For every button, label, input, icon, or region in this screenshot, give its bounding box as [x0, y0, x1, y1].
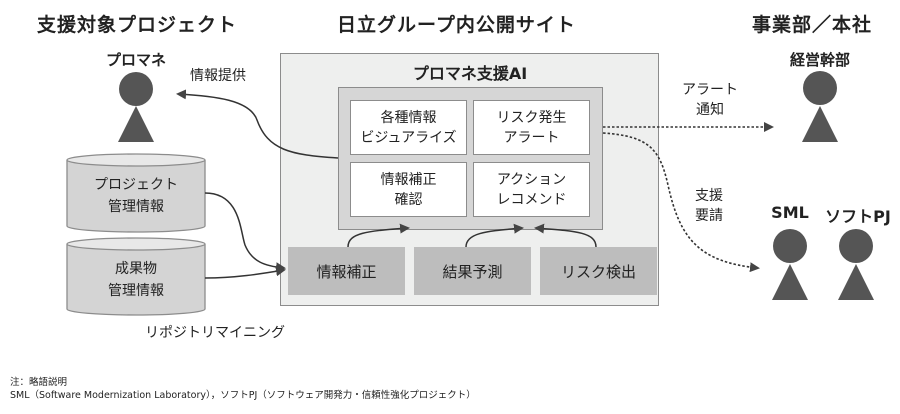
person-icon-sml — [772, 229, 808, 300]
arrow-prediction-to-recommend — [465, 223, 524, 248]
section-title-target-projects: 支援対象プロジェクト — [37, 14, 238, 36]
flow-label-support-line1: 支援 — [695, 188, 723, 204]
function-label-line2: ビジュアライズ — [360, 129, 457, 146]
function-label-line1: 情報補正 — [380, 171, 437, 188]
function-label-line2: レコメンド — [496, 191, 567, 208]
footnote-title: 注：略語説明 — [10, 377, 68, 388]
repository-label-project: プロジェクト 管理情報 — [67, 174, 205, 218]
actor-label-sml: SML — [771, 203, 809, 222]
arrow-correction-to-confirm — [347, 223, 410, 248]
engine-risk-detection: リスク検出 — [540, 247, 657, 295]
flow-label-alert-line1: アラート — [682, 82, 738, 98]
repository-label-line2: 管理情報 — [108, 199, 164, 215]
repository-label-deliverables: 成果物 管理情報 — [67, 258, 205, 302]
repository-cylinder-project — [66, 153, 206, 233]
repository-label-line1: 成果物 — [115, 261, 157, 277]
function-correction-confirm: 情報補正確認 — [350, 162, 467, 217]
arrow-risk-to-recommend — [534, 223, 597, 248]
person-icon-softpj — [838, 229, 874, 300]
flow-label-repo-mining: リポジトリマイニング — [145, 325, 285, 341]
actor-label-pm: プロマネ — [105, 51, 166, 69]
flow-label-alert-line2: 通知 — [696, 102, 724, 118]
section-title-division-hq: 事業部／本社 — [752, 14, 873, 36]
arrow-support-request — [602, 132, 760, 273]
actor-label-executives: 経営幹部 — [789, 51, 850, 69]
function-label-line2: アラート — [503, 129, 560, 146]
person-icon-executives — [802, 71, 838, 142]
function-label-line1: アクション — [496, 171, 567, 188]
repository-cylinder-deliverables — [66, 237, 206, 316]
function-label-line2: 確認 — [394, 191, 423, 208]
footnote-abbreviations: SML（Software Modernization Laboratory），ソ… — [10, 390, 476, 401]
engine-result-prediction: 結果予測 — [414, 247, 531, 295]
flow-label-info-provision: 情報提供 — [190, 68, 246, 84]
flow-label-support-line2: 要請 — [695, 208, 723, 224]
repository-label-line2: 管理情報 — [108, 283, 164, 299]
actor-label-softpj: ソフトPJ — [825, 207, 891, 226]
function-label-line1: 各種情報 — [380, 109, 437, 126]
arrow-deliverables-repo — [204, 266, 286, 279]
arrow-info-provision — [176, 89, 339, 159]
engine-info-correction: 情報補正 — [288, 247, 405, 295]
function-visualize: 各種情報ビジュアライズ — [350, 100, 467, 155]
function-action-recommend: アクションレコメンド — [473, 162, 590, 217]
function-label-line1: リスク発生 — [496, 109, 567, 126]
section-title-internal-site: 日立グループ内公開サイト — [337, 14, 576, 36]
repository-label-line1: プロジェクト — [94, 177, 178, 193]
function-risk-alert: リスク発生アラート — [473, 100, 590, 155]
person-icon-pm — [118, 72, 154, 142]
arrow-project-repo — [204, 192, 286, 273]
ai-system-title: プロマネ支援AI — [412, 64, 528, 83]
